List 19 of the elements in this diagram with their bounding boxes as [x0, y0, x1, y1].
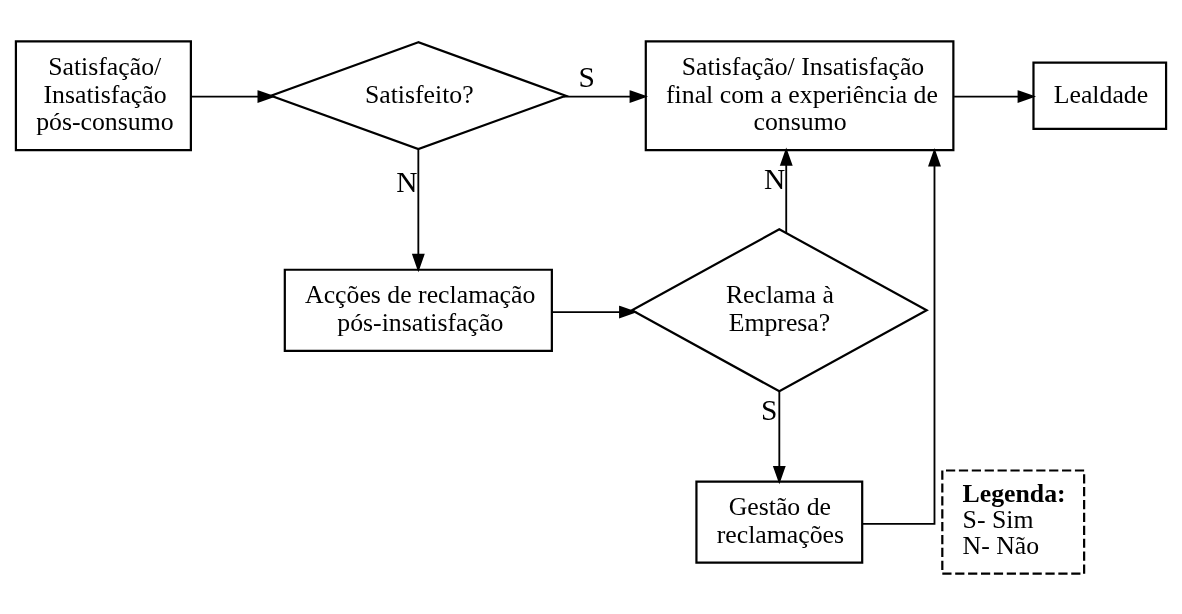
- arrow: [772, 390, 786, 484]
- node-box: Legenda: S- Sim N- Não: [941, 468, 1086, 575]
- arrow: [861, 147, 941, 525]
- edge-label: N: [396, 165, 418, 198]
- arrow: [190, 89, 276, 103]
- node-box: Satisfação/ Insatisfação pós-consumo: [14, 39, 192, 151]
- arrow: [411, 147, 425, 272]
- edge-label: N: [764, 162, 786, 195]
- node-diamond: Reclama à Empresa?: [629, 227, 929, 393]
- node-box: Satisfação/ Insatisfação final com a experiência de consumo: [644, 39, 955, 151]
- arrow: [562, 89, 649, 103]
- node-box: Acções de reclamação pós-insatisfação: [283, 268, 553, 352]
- node-box: Lealdade: [1032, 60, 1168, 130]
- arrow: [953, 89, 1037, 103]
- edge-label: S: [578, 60, 596, 93]
- node-box: Gestão de reclamações: [695, 479, 864, 564]
- edge-label: S: [760, 393, 778, 426]
- arrow: [551, 305, 638, 319]
- arrow: [779, 146, 793, 234]
